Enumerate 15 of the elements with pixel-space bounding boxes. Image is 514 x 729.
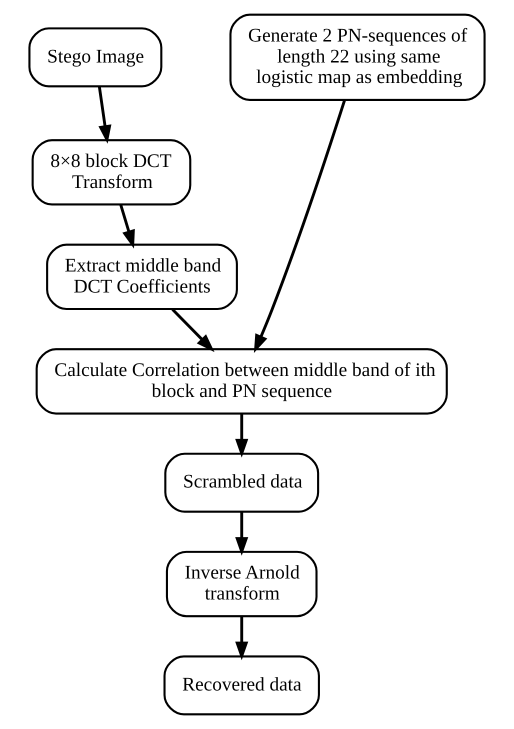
node-box: Generate 2 PN-sequences of length 22 using same logistic map as embedding [229, 14, 486, 101]
node-box: Recovered data [163, 655, 320, 716]
arrow [235, 512, 248, 556]
arrow [235, 616, 248, 660]
arrow [119, 204, 135, 249]
node-box: Inverse Arnold transform [166, 550, 318, 618]
node-box: Calculate Correlation between middle band of ith block and PN sequence [36, 348, 448, 415]
arrow [254, 100, 346, 354]
arrow [98, 86, 112, 144]
node-box: 8×8 block DCT Transform [32, 139, 192, 206]
arrow [171, 308, 215, 352]
node-box: Extract middle band DCT Coefficients [46, 244, 238, 310]
arrow [235, 414, 248, 458]
node-box: Scrambled data [164, 452, 320, 513]
node-box: Stego Image [28, 27, 162, 88]
